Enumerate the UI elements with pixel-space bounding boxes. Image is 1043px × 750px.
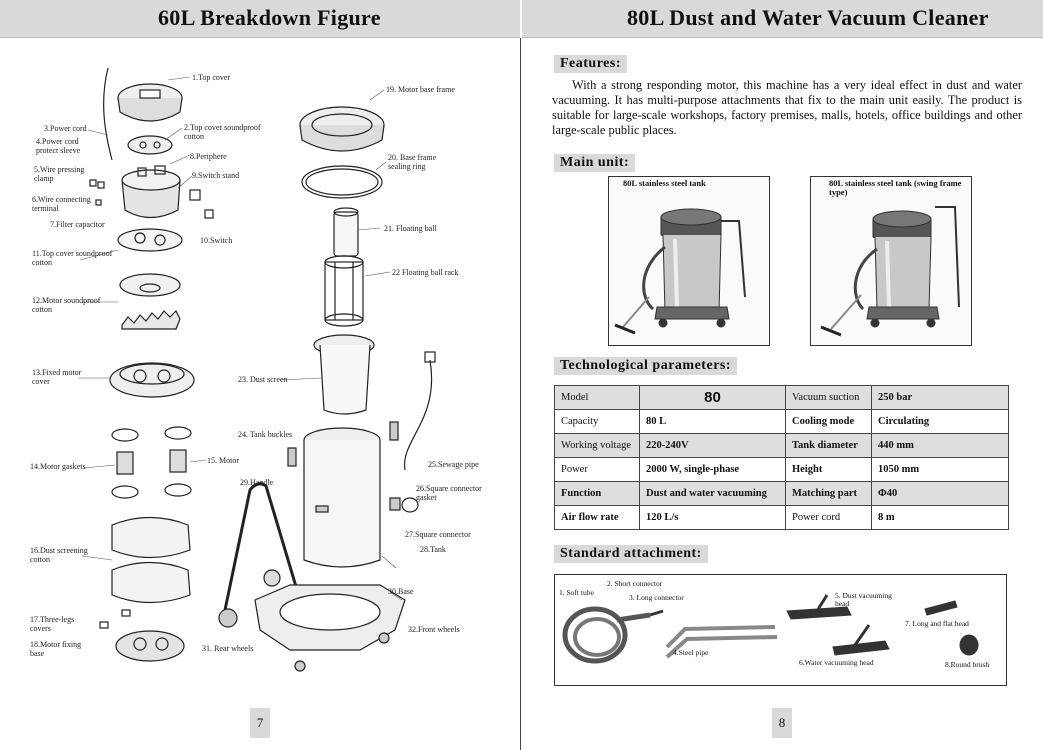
part-label-29: 29.Handle (240, 478, 274, 487)
parameters-table: Model 80 Vacuum suction 250 bar Capacity… (554, 385, 1009, 530)
attachment-4: 4.Steel pipe (673, 648, 709, 657)
part-label-10: 10.Switch (200, 236, 233, 245)
part-label-21: 21. Floating ball (384, 224, 437, 233)
attachment-7: 7. Long and flat head (905, 619, 969, 628)
breakdown-title: 60L Breakdown Figure (158, 5, 381, 30)
attachment-1: 1. Soft tube (559, 588, 594, 597)
swing-frame-vacuum-image (820, 206, 960, 337)
right-header: 80L Dust and Water Vacuum Cleaner (522, 0, 1043, 38)
param-value: 80 L (639, 409, 786, 434)
part-label-11: 11.Top cover soundproof cotton (32, 249, 113, 267)
part-label-17: 17.Three-legs covers (30, 615, 75, 633)
part-label-19: 19. Motor base frame (386, 85, 455, 94)
attachment-8: 8.Round brush (945, 660, 990, 669)
param-key: Power cord (785, 505, 872, 530)
attachment-5: 5. Dust vacuuming head (835, 591, 892, 608)
param-key: Matching part (785, 481, 872, 506)
part-label-28: 28.Tank (420, 545, 446, 554)
part-label-1: 1.Top cover (192, 73, 231, 82)
param-key: Air flow rate (554, 505, 640, 530)
param-value: Φ40 (871, 481, 1009, 506)
vacuum-cleaner-image (614, 208, 746, 335)
main-unit-photo-2: 80L stainless steel tank (swing frame ty… (810, 176, 972, 346)
product-title: 80L Dust and Water Vacuum Cleaner (627, 5, 989, 30)
part-label-5: 5.Wire pressing clamp (34, 165, 85, 183)
attachments-box: 1. Soft tube 2. Short connector 3. Long … (554, 574, 1007, 686)
table-row: Function Dust and water vacuuming Matchi… (554, 481, 1009, 506)
tech-heading: Technological parameters: (554, 357, 738, 375)
part-label-16: 16.Dust screening cotton (30, 546, 88, 564)
part-label-30: 30.Base (388, 587, 414, 596)
param-key: Capacity (554, 409, 640, 434)
photo-2-caption: 80L stainless steel tank (swing frame ty… (829, 178, 962, 197)
param-key: Height (785, 457, 872, 482)
part-label-2: 2.Top cover soundproof cotton (184, 123, 261, 141)
param-key: Tank diameter (785, 433, 872, 458)
table-row: Model 80 Vacuum suction 250 bar (554, 385, 1009, 410)
right-page: 80L Dust and Water Vacuum Cleaner Featur… (522, 0, 1043, 750)
left-header: 60L Breakdown Figure (0, 0, 520, 38)
part-label-26: 26.Square connector gasket (416, 484, 482, 502)
part-label-7: 7.Filter capacitor (50, 220, 105, 229)
attachment-2: 2. Short connector (607, 579, 663, 588)
table-row: Working voltage 220-240V Tank diameter 4… (554, 433, 1009, 458)
param-value: 2000 W, single-phase (639, 457, 786, 482)
part-label-13: 13.Fixed motor cover (32, 368, 82, 386)
part-label-18: 18.Motor fixing base (30, 640, 82, 658)
attachment-6: 6.Water vacuuming head (799, 658, 874, 667)
param-key: Working voltage (554, 433, 640, 458)
param-value: 220-240V (639, 433, 786, 458)
photo-1-caption: 80L stainless steel tank (623, 178, 706, 188)
part-label-6: 6.Wire connecting terminal (32, 195, 91, 213)
part-label-8: 8.Periphere (190, 152, 227, 161)
main-unit-photo-1: 80L stainless steel tank (608, 176, 770, 346)
param-key: Power (554, 457, 640, 482)
part-label-32: 32.Front wheels (408, 625, 460, 634)
part-label-4: 4.Power cord protect sleeve (36, 137, 81, 155)
param-value: 1050 mm (871, 457, 1009, 482)
part-label-25: 25.Sewage pipe (428, 460, 479, 469)
part-label-15: 15. Motor (207, 456, 239, 465)
features-text: With a strong responding motor, this mac… (552, 78, 1022, 137)
param-value: 250 bar (871, 385, 1009, 410)
part-label-23: 23. Dust screen (238, 375, 288, 384)
attachments-drawing (562, 594, 979, 664)
attachment-3: 3. Long connector (629, 593, 684, 602)
part-label-9: 9.Switch stand (192, 171, 240, 180)
param-key: Vacuum suction (785, 385, 872, 410)
param-value: Circulating (871, 409, 1009, 434)
param-value: 8 m (871, 505, 1009, 530)
page-divider (520, 38, 521, 750)
attachment-heading: Standard attachment: (554, 545, 708, 563)
param-value: 80 (639, 385, 786, 410)
part-label-22: 22 Floating ball rack (392, 268, 459, 277)
page-number-right: 8 (772, 708, 792, 738)
table-row: Air flow rate 120 L/s Power cord 8 m (554, 505, 1009, 530)
table-row: Power 2000 W, single-phase Height 1050 m… (554, 457, 1009, 482)
page-number-left: 7 (250, 708, 270, 738)
table-row: Capacity 80 L Cooling mode Circulating (554, 409, 1009, 434)
param-value: Dust and water vacuuming (639, 481, 786, 506)
param-key: Function (554, 481, 640, 506)
param-value: 440 mm (871, 433, 1009, 458)
param-key: Cooling mode (785, 409, 872, 434)
features-heading: Features: (554, 55, 627, 73)
param-value: 120 L/s (639, 505, 786, 530)
part-label-3: 3.Power cord (44, 124, 87, 133)
left-page: 60L Breakdown Figure (0, 0, 520, 750)
main-unit-heading: Main unit: (554, 154, 636, 172)
part-label-12: 12.Motor soundproof cotton (32, 296, 101, 314)
part-label-14: 14.Motor gaskets (30, 462, 86, 471)
param-key: Model (554, 385, 640, 410)
exploded-view-drawing (78, 67, 436, 672)
part-label-24: 24. Tank buckles (238, 430, 293, 439)
part-label-31: 31. Rear wheels (202, 644, 254, 653)
part-label-20: 20. Base frame sealing ring (388, 153, 437, 171)
part-label-27: 27.Square connector (405, 530, 471, 539)
breakdown-diagram: 1.Top cover 2.Top cover soundproof cotto… (0, 40, 520, 710)
